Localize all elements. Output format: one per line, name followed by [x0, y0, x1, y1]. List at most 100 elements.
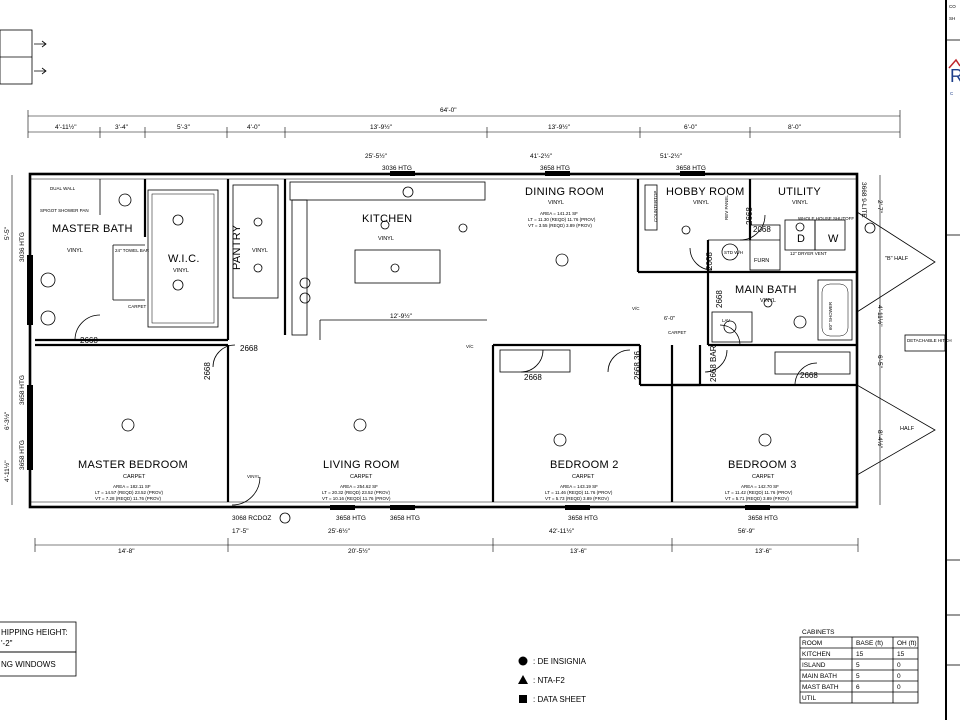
- bedroom2-finish: CARPET: [572, 474, 595, 480]
- right-dim-3: 6'-5": [876, 355, 883, 369]
- note-dual-wall: DUAL WALL: [50, 186, 76, 191]
- note-vc-2: V/C: [466, 344, 474, 349]
- utility-label: UTILITY: [778, 186, 821, 198]
- exterior-wall: [28, 172, 859, 509]
- window-b2-dim: 25'-6½": [328, 527, 351, 535]
- bedroom3-vt: VT = 5.71 (REQD) 3.89 (PROV): [725, 496, 789, 501]
- dining-finish: VINYL: [548, 200, 564, 206]
- main-bath-label: MAIN BATH: [735, 284, 797, 296]
- door-utility: 2068: [705, 252, 714, 270]
- top-dim-5: 13'-9½": [370, 123, 393, 131]
- top-dim-1: 4'-11½": [55, 123, 77, 131]
- door-hall-bar: 2668 BAR: [709, 345, 718, 382]
- legend-square-icon: [519, 695, 527, 703]
- note-towel-bar: 24" TOWEL BAR: [115, 248, 150, 253]
- titleblock-co: CO: [949, 4, 956, 9]
- bottom-dim-4: 13'-6": [755, 548, 772, 555]
- door-bedroom3: 2668: [800, 371, 818, 380]
- window-dim-2: 41'-2½": [530, 152, 553, 160]
- top-left-table: [0, 29, 47, 85]
- left-dim-3: 4'-11½": [3, 460, 11, 482]
- dining-lt: LT = 11.30 (REQD) 11.76 (PROV): [528, 217, 596, 222]
- right-dimensions: 2'-7" 4'-11½" 6'-5" 8'-4½": [876, 175, 884, 505]
- window-3: 3658 HTG: [676, 165, 706, 172]
- door-pantry: 2668: [240, 344, 258, 353]
- master-bath-label: MASTER BATH: [52, 223, 133, 235]
- top-dim-7: 6'-0": [684, 124, 698, 131]
- cab-h-base: BASE (ft): [856, 640, 883, 647]
- svg-text:5: 5: [856, 673, 860, 680]
- logo-roof-icon: [948, 58, 960, 69]
- door-front: 3068 RCDOZ: [232, 515, 271, 522]
- window-1: 3036 HTG: [382, 165, 412, 172]
- note-shower-60: 60" SHOWER: [828, 301, 833, 330]
- window-markers: [27, 171, 770, 510]
- bottom-dimensions: 14'-8" 20'-5½" 13'-6" 13'-6": [34, 538, 859, 555]
- door-rear: 3668 9-LITE: [860, 182, 867, 218]
- cabinets-table: CABINETS ROOM BASE (ft) OH (ft) KITCHEN …: [799, 629, 919, 704]
- window-b3: 3658 HTG: [568, 515, 598, 522]
- note-b-half: "B" HALF: [885, 256, 909, 262]
- plan-notes: DUAL WALL SPIGOT SHOWER PAN 24" TOWEL BA…: [40, 186, 952, 479]
- window-b4-dim: 56'-9": [738, 528, 755, 535]
- bedroom2-label: BEDROOM 2: [550, 459, 619, 471]
- window-2: 3658 HTG: [540, 165, 570, 172]
- overall-dimension: 64'-0": [440, 107, 457, 114]
- top-dimensions: 64'-0" 4'-11½" 3'-4" 5'-3" 4'-0" 13'-9½"…: [27, 107, 901, 138]
- master-bedroom-finish: CARPET: [123, 474, 146, 480]
- kitchen-island: [354, 249, 441, 284]
- living-finish: CARPET: [350, 474, 373, 480]
- window-b3-dim: 42'-11½": [549, 527, 575, 535]
- shipping-line-1: HIPPING HEIGHT:: [1, 628, 68, 637]
- shipping-line-2: '-2": [1, 639, 13, 648]
- master-bedroom-vt: VT = 7.28 (REQD) 11.76 (PROV): [95, 496, 161, 501]
- utility-finish: VINYL: [792, 200, 808, 206]
- door-hobby: 2668: [745, 207, 754, 225]
- cab-h-room: ROOM: [802, 640, 822, 647]
- kitchen-finish: VINYL: [378, 236, 394, 242]
- window-b2: 3658 HTG: [336, 515, 366, 522]
- dining-vt: VT = 3.55 (REQD) 3.89 (PROV): [528, 223, 592, 228]
- window-dim-1: 25'-5½": [365, 152, 388, 160]
- svg-text:15: 15: [897, 651, 905, 658]
- wic-label: W.I.C.: [168, 253, 200, 265]
- note-hitch: DETACHABLE HITCH: [907, 338, 952, 343]
- living-label: LIVING ROOM: [323, 459, 400, 471]
- window-dim-3: 51'-2½": [660, 152, 683, 160]
- window-4: 3036 HTG: [19, 232, 26, 262]
- titleblock-logo-letter: R: [950, 66, 960, 86]
- svg-text:0: 0: [897, 673, 901, 680]
- svg-text:MAIN BATH: MAIN BATH: [802, 673, 837, 680]
- door-hall: 2668 36: [633, 351, 642, 380]
- top-dim-3: 5'-3": [177, 124, 191, 131]
- left-dim-1: 5'-5": [4, 226, 11, 240]
- window-5: 3658 HTG: [19, 440, 26, 470]
- note-lav: LAV: [722, 318, 730, 323]
- living-area: AREA = 254.62 SF: [340, 484, 378, 489]
- note-dryer: D: [797, 233, 805, 245]
- interior-walls: [35, 179, 857, 502]
- legend-de-insignia: : DE INSIGNIA: [533, 657, 587, 666]
- bottom-dim-1: 14'-8": [118, 548, 135, 555]
- door-living: 2668: [203, 362, 212, 380]
- titleblock-sh: SH: [949, 16, 955, 21]
- dining-area: AREA = 141.21 SF: [540, 211, 578, 216]
- bedroom2-lt: LT = 11.46 (REQD) 11.76 (PROV): [545, 490, 613, 495]
- window-b4: 3658 HTG: [748, 515, 778, 522]
- note-std: STD W/H: [724, 250, 743, 255]
- living-vt: VT = 10.16 (REQD) 11.76 (PROV): [322, 496, 391, 501]
- note-whole-house: WHOLE HOUSE SHUTOFF: [798, 216, 854, 221]
- cab-h-oh: OH (ft): [897, 640, 917, 647]
- living-lt: LT = 20.32 (REQD) 23.52 (PROV): [322, 490, 390, 495]
- room-labels: MASTER BATH VINYL W.I.C. VINYL PANTRY VI…: [52, 186, 821, 501]
- door-bedroom2: 2668: [524, 373, 542, 382]
- note-shower-pan: SPIGOT SHOWER PAN: [40, 208, 89, 213]
- shipping-line-3: NG WINDOWS: [1, 660, 56, 669]
- svg-text:KITCHEN: KITCHEN: [802, 651, 831, 658]
- bedroom3-area: AREA = 142.70 SF: [741, 484, 779, 489]
- bottom-dim-2: 20'-5½": [348, 547, 371, 555]
- legend: : DE INSIGNIA : NTA-F2 : DATA SHEET: [518, 656, 587, 704]
- dining-label: DINING ROOM: [525, 186, 604, 198]
- door-utility-2: 2068: [753, 225, 771, 234]
